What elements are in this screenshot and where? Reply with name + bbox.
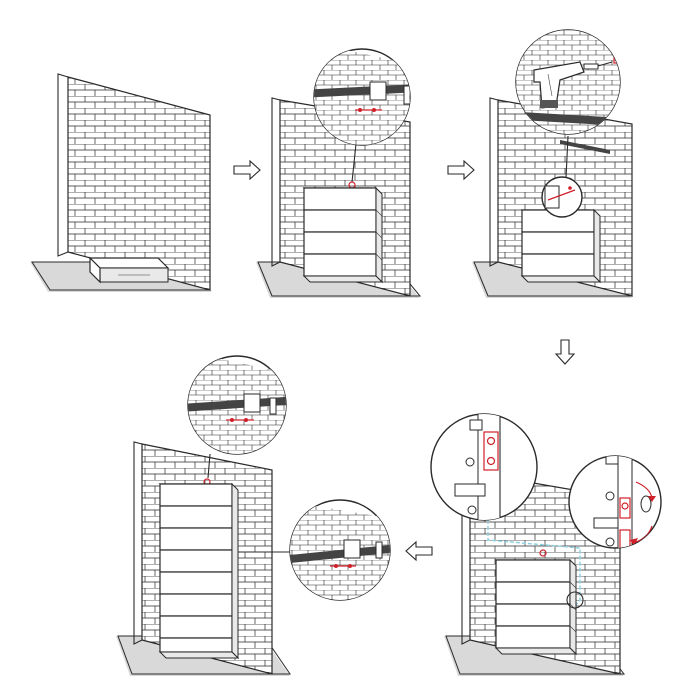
brick-wall xyxy=(67,76,211,291)
rotate-arrow-icon xyxy=(630,481,656,546)
step-1-scene xyxy=(30,73,212,292)
arrow-right-icon xyxy=(447,159,475,181)
step-5-scene xyxy=(116,355,391,676)
cable xyxy=(487,520,581,613)
battery-stack xyxy=(158,482,240,660)
battery-stack xyxy=(520,208,602,284)
zoom-rail xyxy=(430,413,538,521)
battery-stack xyxy=(302,186,384,284)
zoom-mount xyxy=(541,176,583,218)
battery-base xyxy=(88,256,170,284)
step-2-scene xyxy=(256,48,422,298)
zoom-bracket-top xyxy=(187,355,287,455)
arrow-down-icon xyxy=(554,339,576,365)
zoom-bracket-side xyxy=(289,499,391,601)
step-4-scene xyxy=(430,413,662,676)
zoom-drill xyxy=(515,29,621,135)
battery-stack xyxy=(494,558,578,656)
zoom-lock xyxy=(568,455,662,549)
step-3-scene xyxy=(472,29,634,298)
arrow-right-icon xyxy=(233,159,261,181)
drill-icon xyxy=(533,61,613,109)
arrow-left-icon xyxy=(405,540,433,562)
zoom-bracket xyxy=(313,48,411,146)
